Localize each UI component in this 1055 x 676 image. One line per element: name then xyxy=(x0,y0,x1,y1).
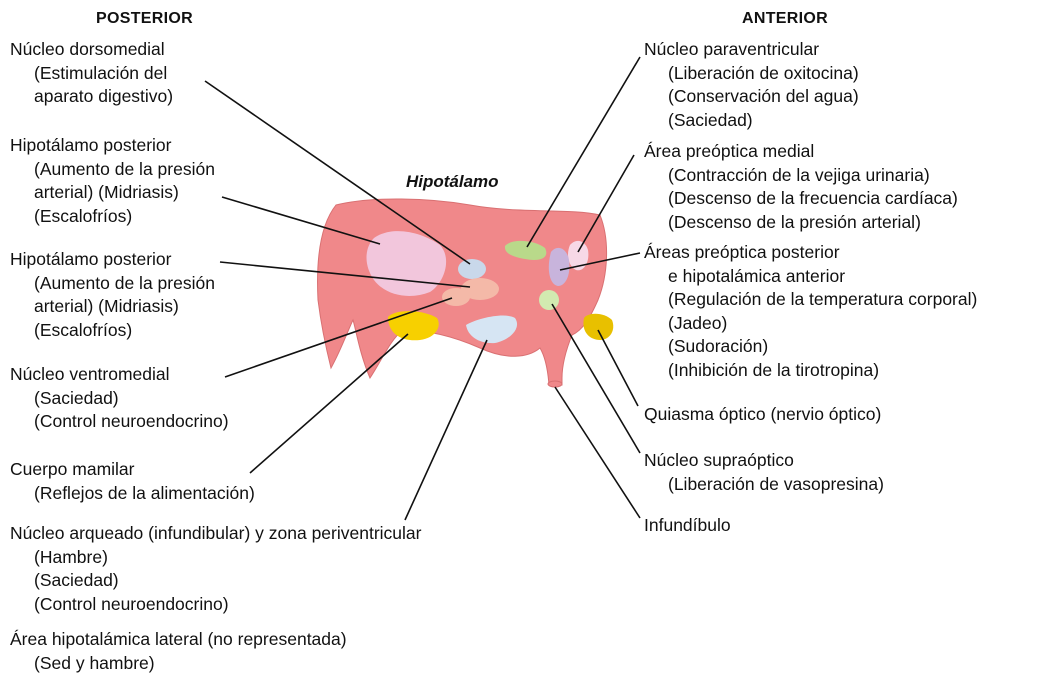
dorsomedial-nucleus xyxy=(458,259,486,279)
label-line: (Jadeo) xyxy=(668,312,728,333)
label-line: (Descenso de la frecuencia cardíaca) xyxy=(668,188,958,208)
leader-preoptic-medial xyxy=(577,154,635,253)
label-line: (Escalofríos) xyxy=(34,205,133,226)
label-line: (Descenso de la presión arterial) xyxy=(668,211,921,232)
label-name: Hipotálamo posterior xyxy=(10,135,172,155)
label-line: (Control neuroendocrino) xyxy=(34,411,229,431)
label-name: Cuerpo mamilar xyxy=(10,459,135,479)
label-name: Área preóptica medial xyxy=(644,141,815,161)
label-lateral-area: Área hipotalámica lateral (no representa… xyxy=(10,628,347,675)
label-dorsomedial: Núcleo dorsomedial (Estimulación del apa… xyxy=(10,38,173,109)
label-posterior-hypothalamus-1: Hipotálamo posterior (Aumento de la pres… xyxy=(10,134,215,228)
leader-preoptic-posterior xyxy=(559,252,641,271)
diagram-title: Hipotálamo xyxy=(406,172,499,191)
preoptic-medial-area xyxy=(568,240,589,271)
leader-mamillary xyxy=(249,333,409,474)
leader-lines xyxy=(204,56,641,521)
arcuate-nucleus xyxy=(466,315,518,344)
label-name: Núcleo dorsomedial xyxy=(10,39,165,59)
label-preoptic-medial: Área preóptica medial (Contracción de la… xyxy=(644,140,958,234)
label-line: e hipotalámica anterior xyxy=(668,265,846,286)
label-name: Quiasma óptico (nervio óptico) xyxy=(644,404,882,424)
heading-posterior: POSTERIOR xyxy=(96,10,193,27)
label-line: (Sudoración) xyxy=(668,336,769,356)
label-infundibulum: Infundíbulo xyxy=(644,514,731,538)
label-ventromedial: Núcleo ventromedial (Saciedad) (Control … xyxy=(10,363,229,434)
label-line: (Aumento de la presión xyxy=(34,272,215,293)
label-optic-chiasm: Quiasma óptico (nervio óptico) xyxy=(644,403,881,427)
label-line: (Inhibición de la tirotropina) xyxy=(668,359,880,380)
posterior-nucleus-small-2 xyxy=(442,288,470,306)
leader-dorsomedial xyxy=(204,80,471,265)
heading-anterior: ANTERIOR xyxy=(742,10,828,27)
leader-posterior-2 xyxy=(219,261,471,288)
paraventricular-nucleus xyxy=(504,240,547,260)
label-line: (Saciedad) xyxy=(34,387,119,408)
label-line: (Sed y hambre) xyxy=(34,652,155,673)
label-line: arterial) (Midriasis) xyxy=(34,296,179,316)
label-mamillary-body: Cuerpo mamilar (Reflejos de la alimentac… xyxy=(10,458,255,505)
leader-infundibulum xyxy=(554,386,641,519)
label-line: (Estimulación del xyxy=(34,62,168,83)
label-name: Infundíbulo xyxy=(644,515,731,535)
label-line: (Aumento de la presión xyxy=(34,158,215,179)
label-name: Hipotálamo posterior xyxy=(10,249,172,269)
optic-chiasm xyxy=(583,313,614,340)
leader-supraoptic xyxy=(551,303,641,454)
label-preoptic-posterior: Áreas preóptica posterior e hipotalámica… xyxy=(644,241,977,382)
label-name: Núcleo paraventricular xyxy=(644,39,820,59)
label-line: (Liberación de oxitocina) xyxy=(668,62,859,83)
label-line: (Regulación de la temperatura corporal) xyxy=(668,289,978,309)
label-arcuate: Núcleo arqueado (infundibular) y zona pe… xyxy=(10,522,421,616)
label-paraventricular: Núcleo paraventricular (Liberación de ox… xyxy=(644,38,859,132)
label-line: (Control neuroendocrino) xyxy=(34,593,229,614)
label-line: (Conservación del agua) xyxy=(668,86,859,106)
label-line: (Reflejos de la alimentación) xyxy=(34,482,255,503)
leader-chiasm xyxy=(597,329,639,407)
supraoptic-nucleus xyxy=(539,290,559,310)
label-name: Núcleo arqueado (infundibular) y zona pe… xyxy=(10,523,422,543)
label-line: (Saciedad) xyxy=(34,570,119,590)
leader-paraventricular xyxy=(526,56,641,248)
label-name: Áreas preóptica posterior xyxy=(644,242,840,262)
leader-ventromedial xyxy=(224,297,453,378)
label-line: (Liberación de vasopresina) xyxy=(668,473,884,494)
label-supraoptic: Núcleo supraóptico (Liberación de vasopr… xyxy=(644,449,884,496)
infundibulum-stub xyxy=(547,380,563,388)
posterior-nucleus-small xyxy=(461,278,499,300)
label-line: aparato digestivo) xyxy=(34,86,174,106)
label-posterior-hypothalamus-2: Hipotálamo posterior (Aumento de la pres… xyxy=(10,248,215,342)
leader-arcuate xyxy=(404,339,488,521)
label-name: Área hipotalámica lateral (no representa… xyxy=(10,629,347,649)
label-line: (Contracción de la vejiga urinaria) xyxy=(668,164,930,185)
leader-posterior-1 xyxy=(221,196,381,245)
label-name: Núcleo supraóptico xyxy=(644,450,794,470)
label-line: arterial) (Midriasis) xyxy=(34,182,179,202)
label-line: (Hambre) xyxy=(34,546,108,567)
label-name: Núcleo ventromedial xyxy=(10,364,170,384)
preoptic-posterior-area xyxy=(548,247,570,286)
label-line: (Saciedad) xyxy=(668,109,753,130)
posterior-hypothalamus-region xyxy=(366,231,447,296)
label-line: (Escalofríos) xyxy=(34,319,133,340)
mamillary-body xyxy=(388,311,439,341)
